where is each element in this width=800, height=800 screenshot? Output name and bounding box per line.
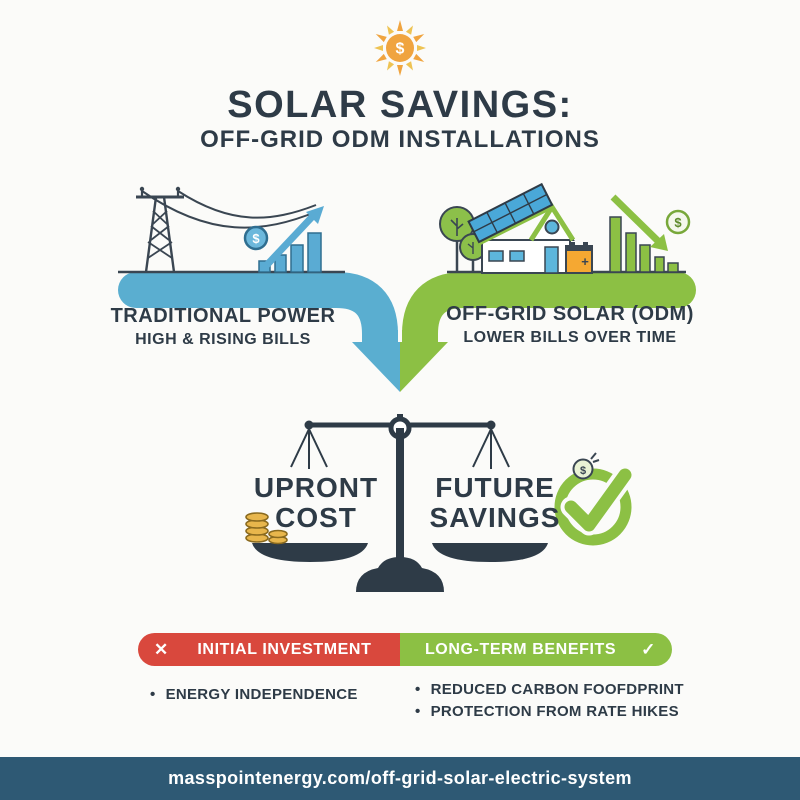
rising-arrow-icon: [261, 206, 324, 271]
benefit-energy-independence: ENERGY INDEPENDENCE: [165, 686, 358, 703]
left-benefits-list: • ENERGY INDEPENDENCE: [150, 684, 358, 706]
initial-investment-banner: ✕ INITIAL INVESTMENT: [138, 633, 400, 666]
battery-icon: +: [565, 242, 593, 274]
solar-house-icon: [467, 182, 576, 274]
svg-text:$: $: [252, 231, 260, 246]
savings-coin-icon: $: [572, 452, 600, 480]
falling-arrow-icon: [610, 194, 668, 251]
falling-bars-icon: [609, 216, 679, 273]
blue-flow-arrow: [118, 272, 400, 392]
page-title: SOLAR SAVINGS:: [227, 84, 573, 126]
traditional-power-sublabel: HIGH & RISING BILLS: [135, 331, 311, 348]
right-benefits-list: • REDUCED CARBON FOOFDPRINT • PROTECTION…: [415, 679, 684, 722]
bullet-icon: •: [415, 681, 421, 698]
initial-investment-label: INITIAL INVESTMENT: [197, 640, 372, 658]
bullet-icon: •: [150, 686, 156, 703]
list-item: • PROTECTION FROM RATE HIKES: [415, 701, 684, 723]
left-dollar-coin-icon: $: [243, 225, 269, 251]
svg-text:$: $: [674, 215, 682, 230]
svg-text:$: $: [580, 465, 586, 477]
footer-url-link[interactable]: masspointenergy.com/off-grid-solar-elect…: [168, 768, 632, 788]
power-lines: [141, 190, 319, 229]
bullet-icon: •: [415, 702, 421, 720]
benefit-carbon-footprint: REDUCED CARBON FOOFDPRINT: [430, 681, 684, 698]
x-icon: ✕: [154, 639, 169, 659]
check-icon: ✓: [641, 639, 656, 659]
sun-dollar-glyph: $: [396, 41, 405, 58]
list-item: • REDUCED CARBON FOOFDPRINT: [415, 679, 684, 701]
offgrid-solar-label: OFF-GRID SOLAR (ODM): [446, 303, 694, 325]
benefit-rate-hikes: PROTECTION FROM RATE HIKES: [430, 702, 679, 720]
longterm-benefits-label: LONG-TERM BENEFITS: [424, 640, 617, 658]
right-dollar-coin-icon: $: [665, 209, 691, 235]
sun-dollar-icon: $: [374, 20, 426, 76]
list-item: • ENERGY INDEPENDENCE: [150, 684, 358, 706]
green-flow-arrow: [400, 272, 696, 392]
traditional-power-label: TRADITIONAL POWER: [110, 305, 336, 327]
coins-stack-icon: [245, 512, 288, 545]
upfront-cost-line2: COST: [275, 502, 357, 533]
check-circle-icon: [554, 464, 636, 546]
offgrid-solar-sublabel: LOWER BILLS OVER TIME: [463, 329, 677, 346]
future-savings-line2: SAVINGS: [429, 502, 561, 533]
balance-scale-icon: [252, 414, 548, 592]
future-savings-line1: FUTURE: [435, 472, 555, 503]
upfront-cost-line1: UPRONT: [253, 472, 379, 503]
page-subtitle: OFF-GRID ODM INSTALLATIONS: [200, 126, 600, 153]
longterm-benefits-banner: LONG-TERM BENEFITS ✓: [400, 633, 672, 666]
power-tower-icon: [136, 186, 184, 273]
footer-bar: masspointenergy.com/off-grid-solar-elect…: [0, 757, 800, 800]
svg-text:+: +: [581, 254, 589, 269]
